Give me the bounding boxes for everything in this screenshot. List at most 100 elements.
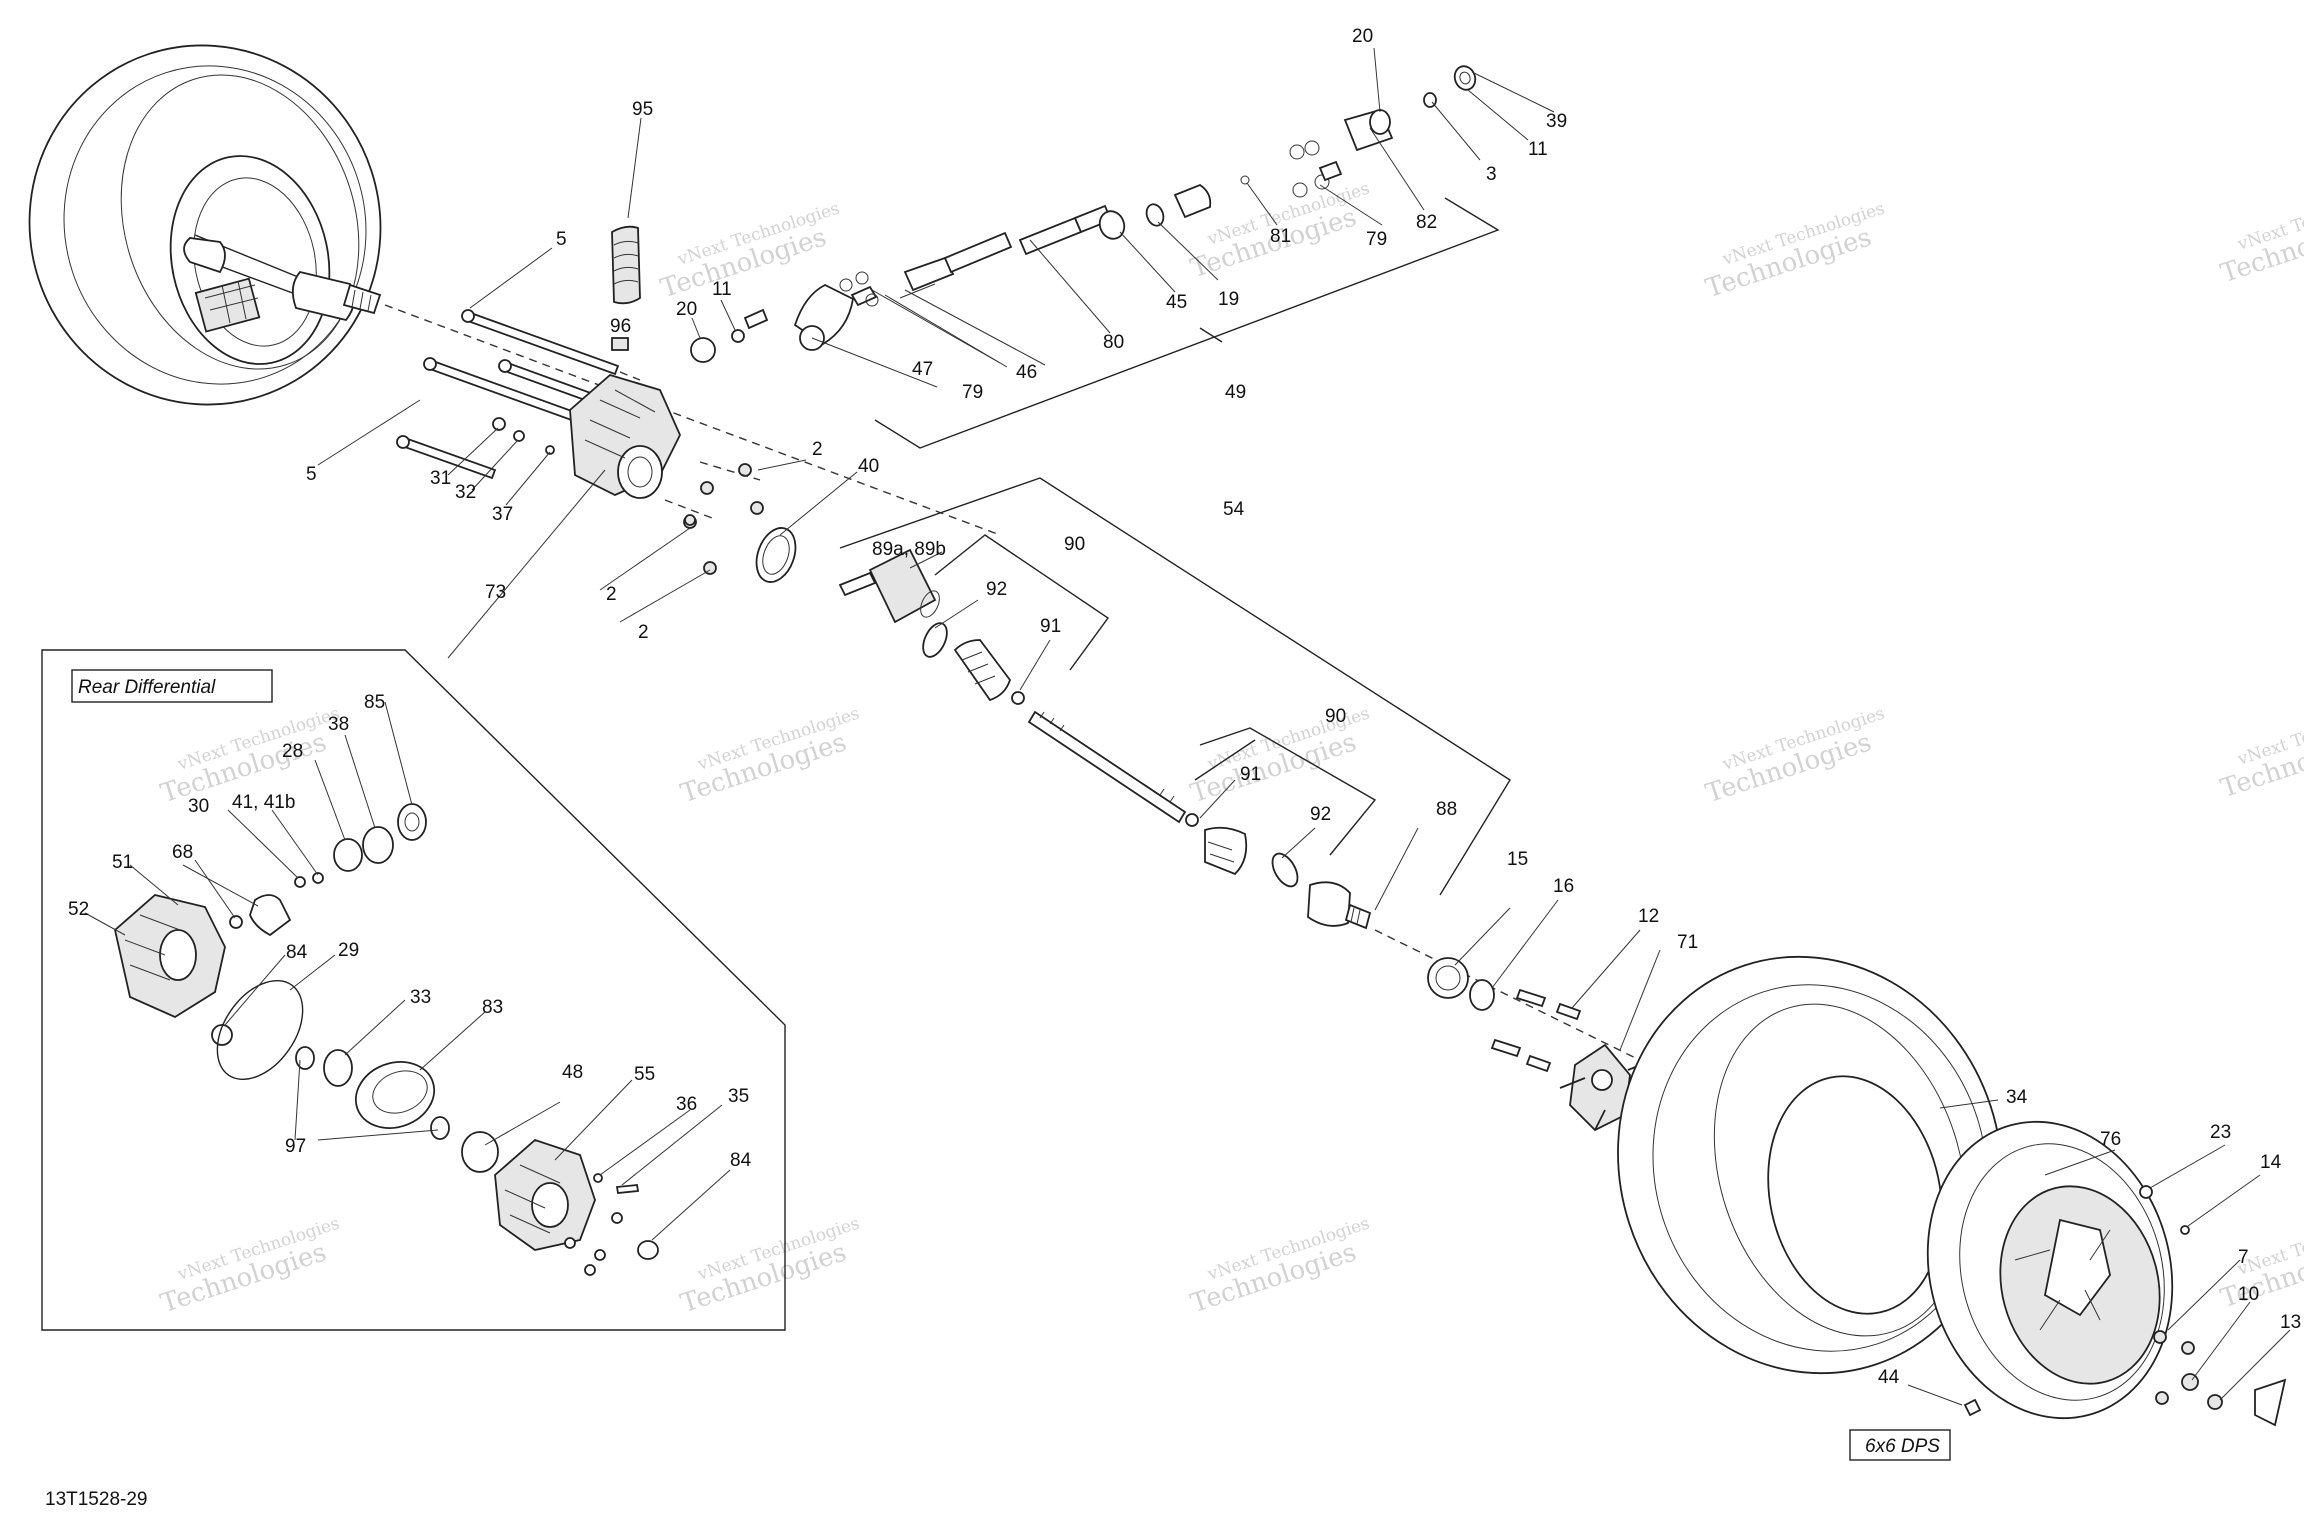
callout-5: 5 bbox=[306, 464, 317, 485]
callout-30: 30 bbox=[188, 796, 209, 817]
right-tire-34 bbox=[1617, 955, 2003, 1375]
callout-91: 91 bbox=[1040, 616, 1061, 637]
callout-47: 47 bbox=[912, 359, 933, 380]
callout-76: 76 bbox=[2100, 1129, 2121, 1150]
rim-76 bbox=[1926, 1120, 2174, 1420]
callout-92: 92 bbox=[1310, 804, 1331, 825]
watermark: vNext Technologies Technologies bbox=[1702, 704, 1887, 810]
propeller-shaft-49 bbox=[690, 65, 1477, 363]
callout-20: 20 bbox=[676, 299, 697, 320]
rear-differential-box: Rear Differential bbox=[41, 649, 786, 1331]
helical-gear-95 bbox=[611, 225, 641, 305]
watermark: vNext Technologies Technologies bbox=[677, 1214, 862, 1320]
callout-45: 45 bbox=[1166, 292, 1187, 313]
callout-55: 55 bbox=[634, 1064, 655, 1085]
callout-2: 2 bbox=[812, 439, 823, 460]
callout-32: 32 bbox=[455, 482, 476, 503]
callout-51: 51 bbox=[112, 852, 133, 873]
watermark: vNext Technologies Technologies bbox=[2217, 184, 2304, 290]
callout-81: 81 bbox=[1270, 226, 1291, 247]
callout-92: 92 bbox=[986, 579, 1007, 600]
callout-95: 95 bbox=[632, 99, 653, 120]
callout-68: 68 bbox=[172, 842, 193, 863]
watermark: vNext Technologies Technologies bbox=[1702, 199, 1887, 305]
differential-housing-73 bbox=[569, 373, 681, 499]
callout-2: 2 bbox=[638, 622, 649, 643]
callout-89a-89b: 89a, 89b bbox=[872, 539, 946, 560]
ring-16 bbox=[1469, 979, 1495, 1011]
callout-5: 5 bbox=[556, 229, 567, 250]
callout-12: 12 bbox=[1638, 906, 1659, 927]
long-bolts bbox=[396, 309, 641, 480]
callout-82: 82 bbox=[1416, 212, 1437, 233]
wheel-bolts-12 bbox=[1490, 988, 1582, 1073]
callout-11: 11 bbox=[712, 279, 732, 300]
callout-35: 35 bbox=[728, 1086, 749, 1107]
six-by-six-label: 6x6 DPS bbox=[1865, 1436, 1940, 1457]
callout-13: 13 bbox=[2280, 1312, 2301, 1333]
callout-85: 85 bbox=[364, 692, 385, 713]
callout-79: 79 bbox=[962, 382, 983, 403]
callout-90: 90 bbox=[1064, 534, 1085, 555]
callout-15: 15 bbox=[1507, 849, 1528, 870]
bracket-lines-49 bbox=[874, 197, 1500, 449]
nut-96 bbox=[611, 337, 629, 351]
top-left-wheel bbox=[28, 44, 382, 406]
callout-11: 11 bbox=[1528, 139, 1548, 160]
seal-40 bbox=[755, 527, 797, 583]
callout-28: 28 bbox=[282, 741, 303, 762]
callout-88: 88 bbox=[1436, 799, 1457, 820]
callout-97: 97 bbox=[285, 1136, 306, 1157]
callout-14: 14 bbox=[2260, 1152, 2282, 1173]
rear-diff-parts bbox=[114, 803, 659, 1276]
callout-46: 46 bbox=[1016, 362, 1037, 383]
callout-29: 29 bbox=[338, 940, 359, 961]
left-drive-axle bbox=[183, 234, 1001, 536]
watermark: vNext Technologies Technologies bbox=[157, 1214, 342, 1320]
callout-40: 40 bbox=[858, 456, 879, 477]
callout-19: 19 bbox=[1218, 289, 1239, 310]
lug-hardware bbox=[1963, 1185, 2287, 1427]
callout-10: 10 bbox=[2238, 1284, 2259, 1305]
callout-52: 52 bbox=[68, 899, 89, 920]
callout-2: 2 bbox=[606, 584, 617, 605]
callout-84: 84 bbox=[286, 942, 308, 963]
callout-31: 31 bbox=[430, 468, 451, 489]
callout-7: 7 bbox=[2238, 1247, 2249, 1268]
watermark: vNext Technologies Technologies bbox=[677, 704, 862, 810]
callout-20: 20 bbox=[1352, 26, 1373, 47]
watermark: vNext Technologies Technologies bbox=[1187, 1214, 1372, 1320]
drawing-id: 13T1528-29 bbox=[45, 1489, 147, 1510]
callout-49: 49 bbox=[1225, 382, 1246, 403]
callout-79: 79 bbox=[1366, 229, 1387, 250]
small-fasteners bbox=[492, 417, 764, 575]
half-shaft-54 bbox=[838, 548, 1661, 1071]
callout-33: 33 bbox=[410, 987, 431, 1008]
callout-34: 34 bbox=[2006, 1087, 2028, 1108]
callout-38: 38 bbox=[328, 714, 349, 735]
callout-44: 44 bbox=[1878, 1367, 1900, 1388]
callout-3: 3 bbox=[1486, 164, 1497, 185]
callout-37: 37 bbox=[492, 504, 513, 525]
callout-48: 48 bbox=[562, 1062, 583, 1083]
callout-83: 83 bbox=[482, 997, 503, 1018]
callout-96: 96 bbox=[610, 316, 631, 337]
callout-80: 80 bbox=[1103, 332, 1124, 353]
callout-16: 16 bbox=[1553, 876, 1574, 897]
callout-90: 90 bbox=[1325, 706, 1346, 727]
callout-41-41b: 41, 41b bbox=[232, 792, 295, 813]
callout-71: 71 bbox=[1677, 932, 1698, 953]
rear-differential-title: Rear Differential bbox=[78, 677, 216, 698]
callout-54: 54 bbox=[1223, 499, 1245, 520]
callout-84: 84 bbox=[730, 1150, 752, 1171]
callout-39: 39 bbox=[1546, 111, 1567, 132]
callout-23: 23 bbox=[2210, 1122, 2231, 1143]
leader-lines bbox=[84, 47, 2291, 1406]
six-by-six-box: 6x6 DPS bbox=[1849, 1429, 1951, 1461]
bracket-lines-54 bbox=[839, 477, 1511, 896]
watermark: vNext Technologies Technologies bbox=[2217, 699, 2304, 805]
callout-73: 73 bbox=[485, 582, 506, 603]
spacer-15 bbox=[1427, 957, 1469, 999]
watermark: vNext Technologies Technologies bbox=[1187, 704, 1372, 810]
